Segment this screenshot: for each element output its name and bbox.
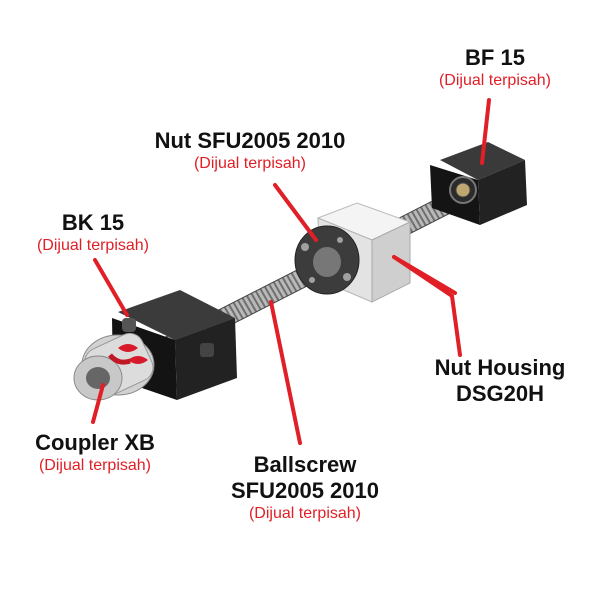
coupler-note: (Dijual terpisah)	[38, 457, 152, 474]
bk15-note: (Dijual terpisah)	[36, 237, 150, 254]
ballscrew-label: Ballscrew SFU2005 2010 (Dijual terpisah)	[200, 452, 410, 524]
coupler-xb	[73, 332, 155, 401]
nut-note: (Dijual terpisah)	[193, 155, 307, 172]
bf15-note: (Dijual terpisah)	[438, 72, 552, 89]
bf15-title: BF 15	[465, 45, 525, 70]
ballscrew-title-line2: SFU2005 2010	[231, 478, 379, 503]
nut-label: Nut SFU2005 2010 (Dijual terpisah)	[110, 128, 390, 174]
housing-title-line1: Nut Housing	[434, 355, 566, 380]
callout-housing-ext	[392, 255, 462, 357]
housing-title-line2: DSG20H	[455, 381, 545, 406]
callout-coupler	[91, 383, 105, 424]
bk15-title: BK 15	[61, 210, 125, 235]
housing-label: Nut Housing DSG20H	[405, 355, 593, 407]
coupler-label: Coupler XB (Dijual terpisah)	[5, 430, 185, 476]
callout-bk15	[93, 258, 129, 317]
callout-ballscrew	[269, 300, 302, 445]
coupler-title: Coupler XB	[35, 430, 155, 455]
ballscrew-note: (Dijual terpisah)	[248, 505, 362, 522]
callout-nut	[273, 183, 318, 242]
bk15-label: BK 15 (Dijual terpisah)	[8, 210, 178, 256]
nut-title: Nut SFU2005 2010	[154, 128, 346, 153]
callout-lines	[91, 98, 491, 445]
bf15-label: BF 15 (Dijual terpisah)	[405, 45, 585, 91]
ballscrew-title-line1: Ballscrew	[253, 452, 357, 477]
ball-nut-flange	[294, 225, 360, 295]
callout-bf15	[480, 98, 491, 165]
